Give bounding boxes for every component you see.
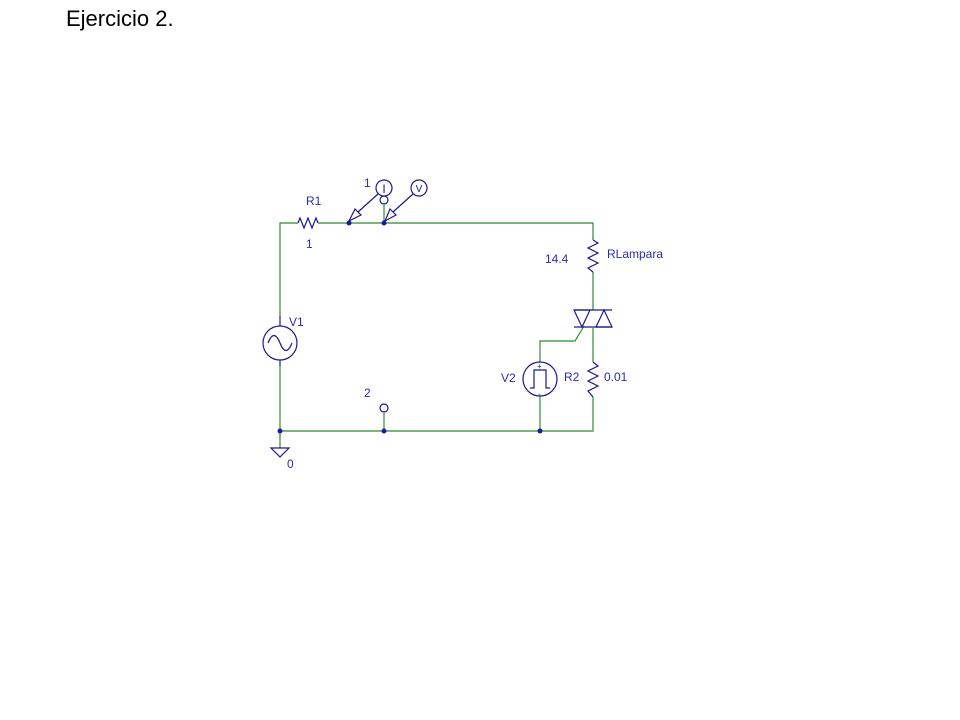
triac[interactable]	[573, 308, 613, 329]
ground-icon	[269, 447, 291, 458]
node1-marker-circle	[379, 195, 389, 205]
pulse-wave-icon	[530, 369, 550, 389]
resistor-r1-value: 1	[306, 237, 313, 251]
ground-symbol[interactable]: 0	[269, 447, 294, 471]
node2-marker[interactable]: 2	[364, 386, 389, 413]
minus-icon: -	[538, 390, 541, 399]
voltage-probe-symbol: V	[416, 184, 423, 195]
current-probe-circle	[375, 179, 393, 197]
junction-dot	[346, 220, 352, 226]
wire-top	[318, 222, 594, 240]
current-probe[interactable]: I	[347, 179, 393, 223]
wire-left-top	[279, 222, 298, 316]
wires	[279, 205, 594, 448]
source-v2-name: V2	[501, 371, 516, 385]
current-probe-arrow-icon	[347, 207, 363, 223]
voltage-probe-circle	[410, 179, 428, 197]
triac-triangle-up	[595, 308, 613, 328]
resistor-rlampara[interactable]: 14.4 RLampara	[545, 239, 663, 273]
resistor-r2-symbol	[586, 361, 600, 398]
page-title: Ejercicio 2.	[66, 6, 174, 31]
junction-dot	[277, 428, 283, 434]
ground-label: 0	[287, 457, 294, 471]
resistor-rlampara-value: 14.4	[545, 252, 569, 266]
junction-dot	[537, 428, 543, 434]
resistor-rlampara-symbol	[586, 239, 600, 273]
node2-label: 2	[364, 386, 371, 400]
resistor-r2[interactable]: R2 0.01	[564, 361, 628, 398]
resistor-r1-symbol	[297, 216, 319, 230]
voltage-probe-arrow-icon	[383, 207, 397, 223]
resistor-r1-name: R1	[306, 194, 322, 208]
plus-icon: +	[537, 362, 542, 371]
voltage-probe-lead	[392, 193, 414, 213]
source-v1-name: V1	[289, 315, 304, 329]
current-probe-lead	[357, 193, 379, 213]
junction-dot	[381, 220, 387, 226]
resistor-r2-name: R2	[564, 370, 580, 384]
node2-marker-circle	[379, 403, 389, 413]
wire-gate	[539, 325, 585, 362]
current-probe-symbol: I	[382, 182, 385, 196]
junction-dot	[381, 428, 387, 434]
voltage-probe[interactable]: V	[383, 179, 428, 223]
wire-bottom	[280, 397, 594, 432]
resistor-r1[interactable]: R1 1	[297, 194, 322, 251]
resistor-rlampara-name: RLampara	[607, 247, 663, 261]
junction-dots	[277, 220, 543, 434]
sine-wave-icon	[267, 334, 293, 352]
node1-label: 1	[364, 176, 371, 190]
triac-triangle-down	[573, 309, 591, 329]
resistor-r2-value: 0.01	[604, 370, 628, 384]
source-v1[interactable]: V1	[262, 315, 304, 366]
source-v2[interactable]: + - V2	[501, 361, 558, 399]
